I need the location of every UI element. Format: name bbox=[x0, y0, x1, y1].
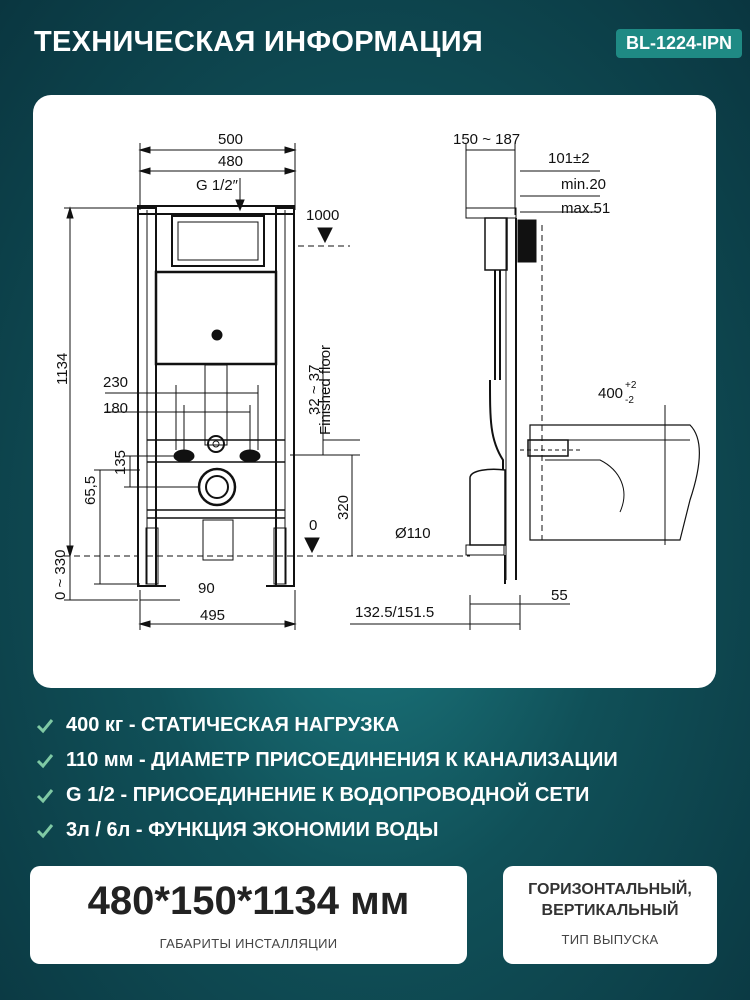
dim-top-mark: 1000 bbox=[306, 207, 339, 224]
dim-bowl-tol-plus: +2 bbox=[625, 380, 637, 391]
dim-0-330: 0 ~ 330 bbox=[52, 550, 69, 600]
feature-text: 400 кг - СТАТИЧЕСКАЯ НАГРУЗКА bbox=[66, 714, 400, 736]
dim-finished-floor-range: 32 ~ 37 bbox=[306, 365, 323, 415]
checkmark-icon bbox=[36, 788, 54, 803]
dim-width-inner: 480 bbox=[218, 153, 243, 170]
checkmark-icon bbox=[36, 718, 54, 733]
dimensions-value: 480*150*1134 мм bbox=[87, 879, 410, 923]
feature-list: 400 кг - СТАТИЧЕСКАЯ НАГРУЗКА 110 мм - Д… bbox=[36, 708, 618, 848]
release-type-value: ГОРИЗОНТАЛЬНЫЙ, ВЕРТИКАЛЬНЫЙ bbox=[503, 879, 717, 921]
dim-65-5: 65,5 bbox=[82, 476, 99, 505]
page-title: ТЕХНИЧЕСКАЯ ИНФОРМАЦИЯ bbox=[34, 26, 484, 58]
dimensions-caption: ГАБАРИТЫ ИНСТАЛЛЯЦИИ bbox=[159, 936, 338, 951]
dim-leg-spacing: 90 bbox=[198, 580, 215, 597]
feature-text: 3л / 6л - ФУНКЦИЯ ЭКОНОМИИ ВОДЫ bbox=[66, 819, 439, 841]
feature-text: 110 мм - ДИАМЕТР ПРИСОЕДИНЕНИЯ К КАНАЛИЗ… bbox=[66, 749, 618, 771]
checkmark-icon bbox=[36, 753, 54, 768]
model-badge: BL-1224-IPN bbox=[615, 29, 742, 58]
release-type-card: ГОРИЗОНТАЛЬНЫЙ, ВЕРТИКАЛЬНЫЙ ТИП ВЫПУСКА bbox=[503, 866, 717, 964]
dim-drain-diameter: Ø110 bbox=[395, 525, 431, 542]
dim-bolt-inner: 180 bbox=[103, 400, 128, 417]
dim-320: 320 bbox=[335, 495, 352, 520]
technical-drawing-svg: 500 480 G 1/2″ 1000 1134 230 180 Finishe… bbox=[52, 131, 700, 630]
checkmark-icon bbox=[36, 823, 54, 838]
side-view bbox=[350, 143, 700, 630]
dim-base-depth: 132.5/151.5 bbox=[355, 604, 434, 621]
finished-floor-label: Finished floor bbox=[317, 345, 334, 435]
dim-max: max.51 bbox=[561, 200, 610, 217]
technical-drawing: 500 480 G 1/2″ 1000 1134 230 180 Finishe… bbox=[33, 95, 716, 688]
dim-zero: 0 bbox=[309, 517, 317, 534]
release-type-line1: ГОРИЗОНТАЛЬНЫЙ, bbox=[528, 881, 692, 898]
dim-base-width: 495 bbox=[200, 607, 225, 624]
dim-min: min.20 bbox=[561, 176, 606, 193]
feature-item: G 1/2 - ПРИСОЕДИНЕНИЕ К ВОДОПРОВОДНОЙ СЕ… bbox=[36, 778, 618, 813]
dim-inlet: G 1/2″ bbox=[196, 177, 239, 194]
drawing-labels: 500 480 G 1/2″ 1000 1134 230 180 Finishe… bbox=[52, 131, 637, 624]
dim-135: 135 bbox=[112, 450, 129, 475]
dim-bowl-tol-minus: -2 bbox=[625, 395, 634, 406]
dim-bowl-height: 400 bbox=[598, 385, 623, 402]
dim-depth-range: 150 ~ 187 bbox=[453, 131, 520, 148]
dim-depth-plate: 101±2 bbox=[548, 150, 590, 167]
feature-item: 110 мм - ДИАМЕТР ПРИСОЕДИНЕНИЯ К КАНАЛИЗ… bbox=[36, 743, 618, 778]
feature-text: G 1/2 - ПРИСОЕДИНЕНИЕ К ВОДОПРОВОДНОЙ СЕ… bbox=[66, 784, 590, 806]
feature-item: 400 кг - СТАТИЧЕСКАЯ НАГРУЗКА bbox=[36, 708, 618, 743]
dim-height-total: 1134 bbox=[54, 353, 71, 385]
front-view bbox=[64, 143, 470, 630]
release-type-line2: ВЕРТИКАЛЬНЫЙ bbox=[541, 902, 679, 919]
dim-55: 55 bbox=[551, 587, 568, 604]
feature-item: 3л / 6л - ФУНКЦИЯ ЭКОНОМИИ ВОДЫ bbox=[36, 813, 618, 848]
release-type-caption: ТИП ВЫПУСКА bbox=[561, 932, 659, 947]
dimensions-card: 480*150*1134 мм ГАБАРИТЫ ИНСТАЛЛЯЦИИ bbox=[30, 866, 467, 964]
dim-width-outer: 500 bbox=[218, 131, 243, 148]
dim-bolt-outer: 230 bbox=[103, 374, 128, 391]
